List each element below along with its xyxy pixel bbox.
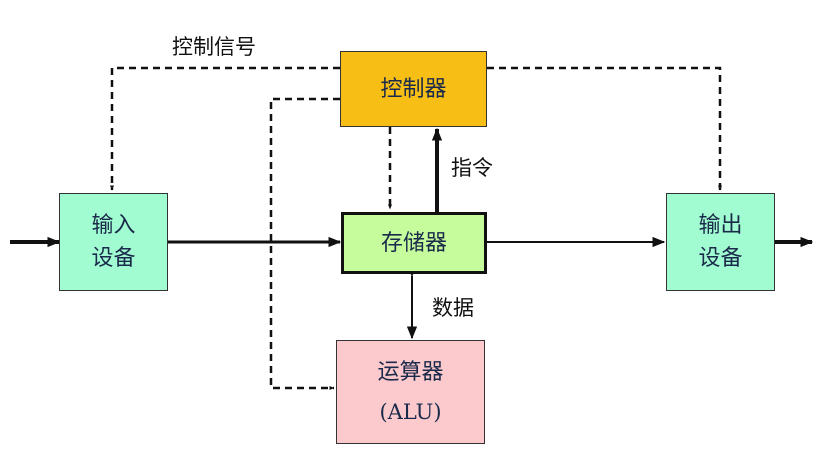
- alu-label-line1: 运算器: [377, 359, 444, 385]
- controller-label: 控制器: [380, 76, 447, 102]
- data-label: 数据: [432, 296, 474, 320]
- controller-box: 控制器: [340, 51, 487, 127]
- alu-label-line2: (ALU): [379, 399, 442, 424]
- input-device-label-line1: 输入: [91, 213, 136, 238]
- memory-box: 存储器: [341, 212, 487, 274]
- control-to-alu-dashed: [269, 97, 340, 390]
- instruction-label: 指令: [451, 156, 493, 180]
- control-to-output-dashed: [487, 66, 722, 191]
- control-to-input-dashed: [110, 66, 340, 191]
- output-device-label-line2: 设备: [698, 246, 743, 271]
- alu-box: 运算器 (ALU): [336, 340, 485, 444]
- memory-label: 存储器: [380, 230, 447, 256]
- control-signal-label: 控制信号: [172, 35, 256, 59]
- input-device-box: 输入 设备: [59, 193, 168, 291]
- output-device-box: 输出 设备: [666, 193, 775, 291]
- input-device-label-line2: 设备: [91, 246, 136, 271]
- output-device-label-line1: 输出: [698, 213, 743, 238]
